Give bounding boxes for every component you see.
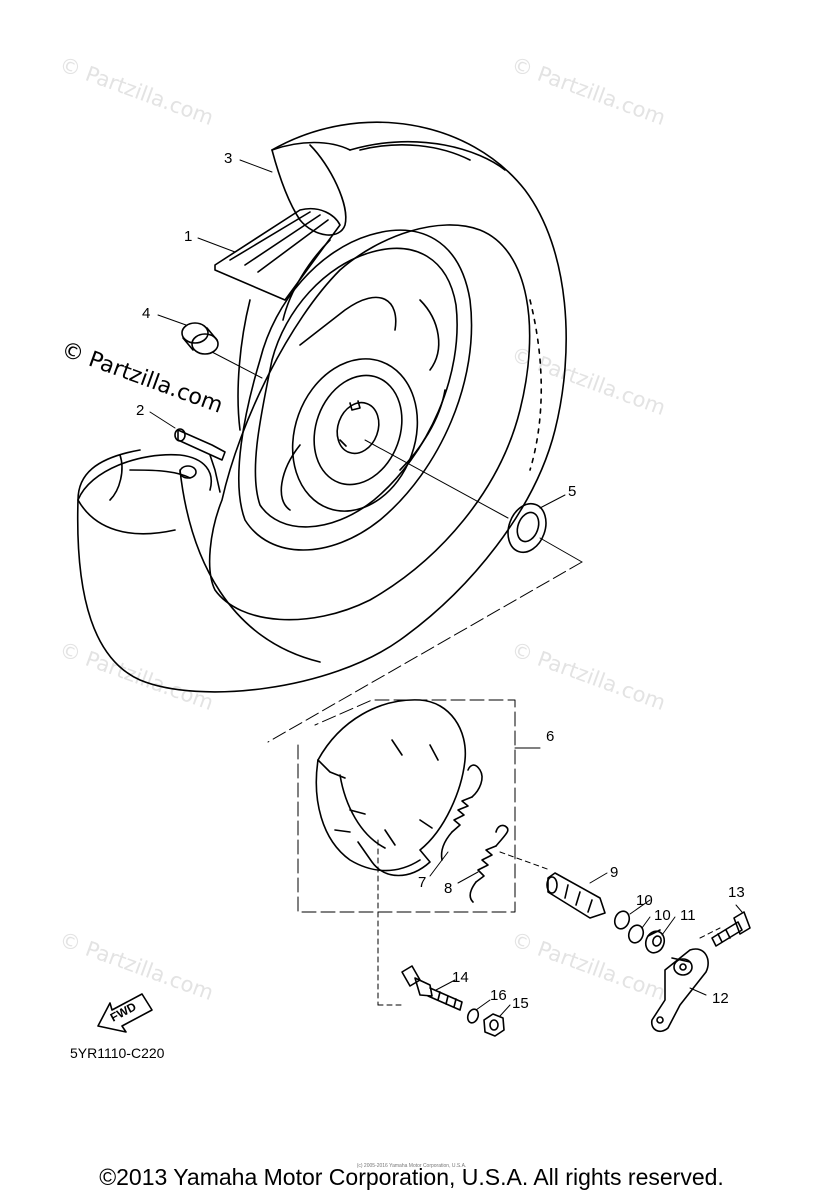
callout-6: 6 xyxy=(546,728,554,745)
callout-8: 8 xyxy=(444,880,452,897)
rim xyxy=(237,229,473,551)
leader-lines-lower xyxy=(429,851,743,1017)
tire xyxy=(76,121,567,693)
callout-5: 5 xyxy=(568,483,576,500)
fwd-label: FWD xyxy=(108,999,139,1024)
callout-2: 2 xyxy=(136,402,144,419)
callout-4: 4 xyxy=(142,305,150,322)
valve xyxy=(174,428,226,493)
spring-7 xyxy=(440,764,483,861)
watermark: © Partzilla.com xyxy=(56,637,216,715)
fwd-arrow-icon xyxy=(97,993,153,1033)
callout-1: 1 xyxy=(184,228,192,245)
watermark: © Partzilla.com xyxy=(508,52,668,130)
o-ring-10a xyxy=(613,910,631,930)
brake-adjuster xyxy=(401,965,463,1011)
callout-3: 3 xyxy=(224,150,232,167)
small-print: (c) 2005-2016 Yamaha Motor Corporation, … xyxy=(356,1163,467,1169)
callout-13: 13 xyxy=(728,884,745,901)
callout-labels: 3 1 4 2 5 6 7 8 9 10 10 11 13 12 14 16 1… xyxy=(136,150,745,1012)
nut-15 xyxy=(483,1013,505,1037)
spring-8 xyxy=(469,824,509,903)
diagram-code: 5YR1110-C220 xyxy=(70,1045,165,1061)
watermark: © Partzilla.com xyxy=(508,927,668,1005)
o-ring-16 xyxy=(466,1008,480,1024)
rim-strip xyxy=(214,207,341,301)
watermark: © Partzilla.com xyxy=(508,342,668,420)
bolt-13 xyxy=(711,911,751,947)
camshaft-lever xyxy=(650,948,709,1032)
o-ring-10b xyxy=(627,924,645,944)
callout-10b: 10 xyxy=(654,907,671,924)
assembly-guide xyxy=(267,561,721,1006)
watermark: © Partzilla.com xyxy=(56,927,216,1005)
callout-10a: 10 xyxy=(636,892,653,909)
watermark-layer: © Partzilla.com © Partzilla.com © Partzi… xyxy=(56,52,668,1005)
brake-shoe xyxy=(315,699,467,877)
callout-12: 12 xyxy=(712,990,729,1007)
watermark: © Partzilla.com xyxy=(56,52,216,130)
collar xyxy=(181,322,219,355)
copyright-footer: ©2013 Yamaha Motor Corporation, U.S.A. A… xyxy=(99,1164,724,1190)
indicator-plate xyxy=(644,929,666,954)
leader-lines xyxy=(149,159,583,563)
callout-7: 7 xyxy=(418,874,426,891)
hub xyxy=(291,358,419,512)
callout-16: 16 xyxy=(490,987,507,1004)
camshaft xyxy=(546,872,606,919)
watermark: © Partzilla.com xyxy=(508,637,668,715)
callout-11: 11 xyxy=(680,907,696,924)
callout-14: 14 xyxy=(452,969,469,986)
callout-15: 15 xyxy=(512,995,529,1012)
callout-9: 9 xyxy=(610,864,618,881)
oil-seal xyxy=(507,502,547,554)
